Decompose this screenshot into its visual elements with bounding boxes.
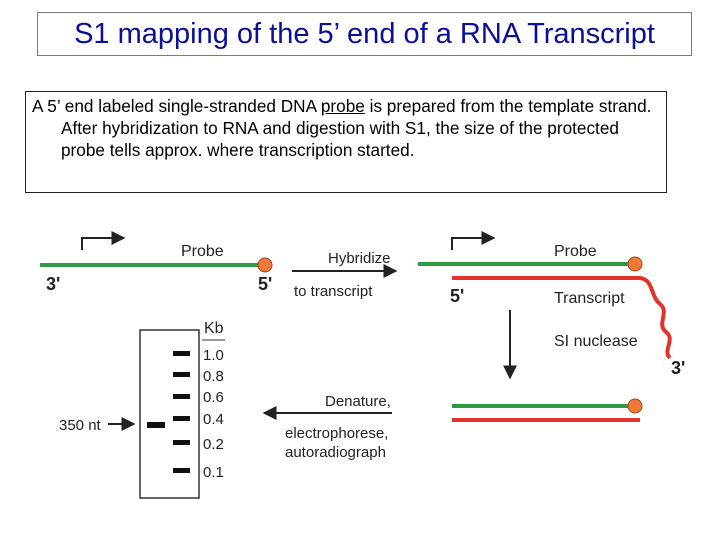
marker-label-0-8: 0.8 [203,368,224,385]
marker-band-1-0 [173,351,190,356]
sample-band-350nt [147,422,165,428]
marker-label-1-0: 1.0 [203,347,224,364]
marker-band-0-1 [173,468,190,473]
autoradiograph-label: autoradiograph [285,444,386,461]
probe-label-dot-right [627,256,643,272]
description-box: A 5’ end labeled single-stranded DNA pro… [25,91,667,193]
transcript-strand [452,276,672,360]
slide-title: S1 mapping of the 5’ end of a RNA Transc… [37,12,692,56]
gel-frame [139,329,200,499]
probe-label-right: Probe [554,243,597,260]
band-size-label: 350 nt [59,417,102,434]
nuclease-label: SI nuclease [554,333,638,350]
marker-band-0-6 [173,394,190,399]
gel-unit-label: Kb [204,320,224,337]
marker-band-0-4 [173,416,190,421]
denature-label: Denature, [325,393,391,410]
electrophorese-label: electrophorese, [285,425,388,442]
probe-3-prime-end: 3' [46,274,60,294]
marker-label-0-2: 0.2 [203,436,224,453]
marker-band-0-8 [173,372,190,377]
transcript-3-prime-end: 3' [671,358,685,378]
to-transcript-label: to transcript [294,283,373,300]
description-text-end: is prepared from the template strand. Af… [61,96,652,160]
probe-label-left: Probe [181,243,224,260]
transcript-label: Transcript [554,290,625,307]
protected-probe-dot [627,398,643,414]
marker-label-0-6: 0.6 [203,389,224,406]
transcription-start-arrow-right [451,231,496,250]
hybridize-label: Hybridize [328,250,391,267]
description-text-start: A 5’ end labeled single-stranded DNA [32,96,321,116]
marker-band-0-2 [173,440,190,445]
marker-label-0-4: 0.4 [203,411,224,428]
transcript-5-prime-end: 5' [450,286,464,306]
probe-label-dot-left [257,257,273,273]
description-probe-word: probe [320,96,365,116]
marker-label-0-1: 0.1 [203,464,224,481]
probe-5-prime-end: 5' [258,274,272,294]
transcription-start-arrow-left [81,231,126,250]
